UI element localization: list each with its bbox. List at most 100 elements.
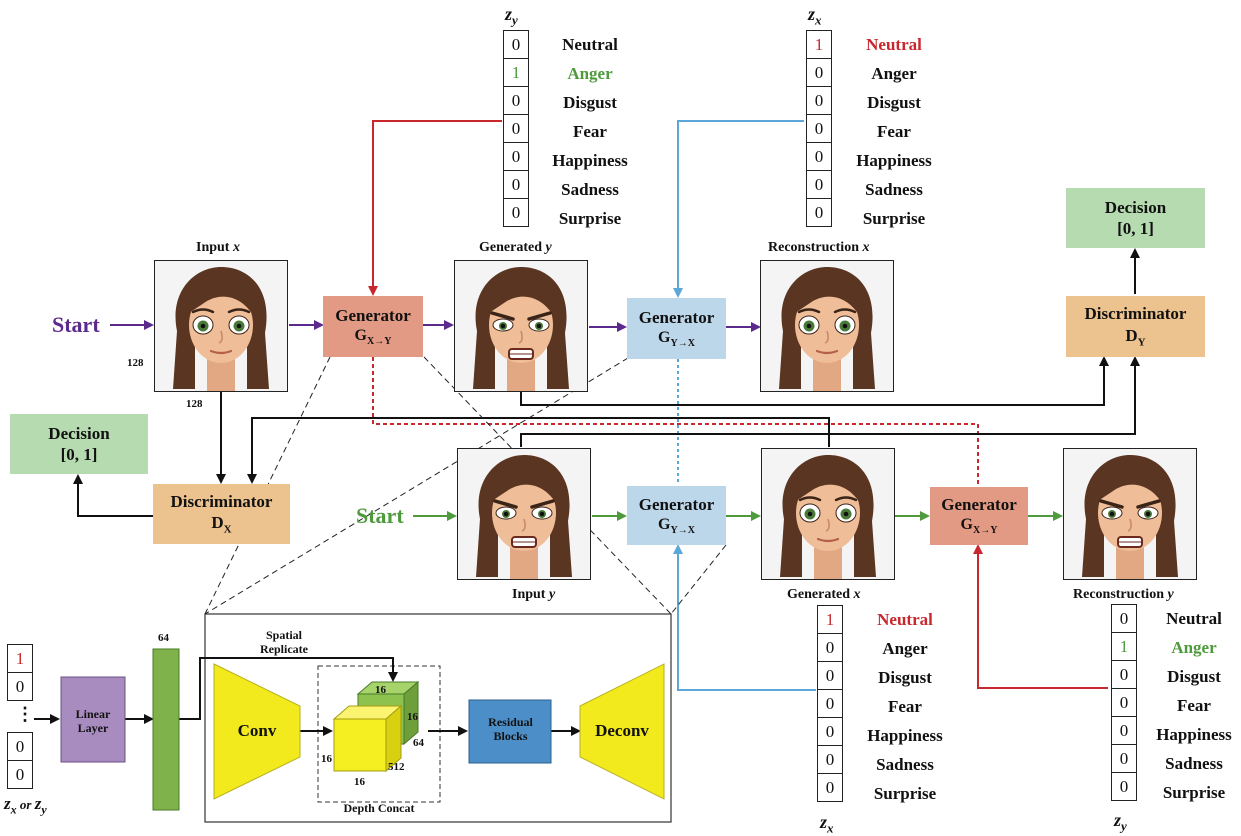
emotion-label: Anger: [871, 64, 917, 83]
onehot-cell: 0: [503, 114, 529, 143]
image-generated-x: [761, 448, 895, 580]
onehot-cell: 0: [503, 86, 529, 115]
onehot-cell: 0: [817, 661, 843, 690]
emotion-label: Disgust: [878, 668, 932, 687]
onehot-cell: 0: [806, 114, 832, 143]
start-label-bottom: Start: [356, 503, 404, 528]
green-cube-depth-dim: 64: [413, 737, 424, 749]
image-generated-y: [454, 260, 588, 392]
discriminator-dy[interactable]: Discriminator DY: [1066, 296, 1205, 357]
generator-y-to-x-top[interactable]: Generator GY→X: [627, 298, 726, 359]
onehot-cell: 0: [7, 760, 33, 789]
discriminator-symbol: DY: [1125, 325, 1146, 348]
onehot-cell: 0: [806, 142, 832, 171]
decision-box-right: Decision [0, 1]: [1066, 188, 1205, 248]
generator-symbol: GY→X: [658, 328, 695, 349]
deconv-trapezoid: [579, 663, 665, 800]
yellow-cube-depth-dim: 512: [388, 761, 405, 773]
feature-dim-label: 64: [158, 632, 169, 644]
decision-title: Decision: [48, 423, 110, 443]
onehot-cell: 0: [1111, 716, 1137, 745]
onehot-cell: 0: [806, 58, 832, 87]
onehot-cell: 0: [7, 732, 33, 761]
face-anger: [455, 261, 587, 391]
generator-symbol: GY→X: [658, 515, 695, 536]
emotion-label: Sadness: [561, 180, 619, 199]
onehot-ellipsis: ⋮: [16, 704, 34, 724]
emotion-label: Surprise: [862, 209, 926, 228]
emotion-label: Surprise: [558, 209, 622, 228]
caption-generated-y: Generated y: [479, 240, 552, 255]
image-input-y: [457, 448, 591, 580]
zx-bottom-label: zx: [820, 812, 834, 836]
caption-input-y: Input y: [512, 587, 556, 602]
caption-reconstruction-x: Reconstruction x: [768, 240, 870, 255]
discriminator-dx[interactable]: Discriminator DX: [153, 484, 290, 544]
emotion-label: Disgust: [563, 93, 617, 112]
emotion-label: Sadness: [876, 755, 934, 774]
onehot-cell: 0: [1111, 772, 1137, 801]
onehot-cell: 0: [817, 773, 843, 802]
generator-x-to-y-bottom[interactable]: Generator GX→Y: [930, 487, 1028, 545]
inset-onehot-top: 1 0: [7, 644, 33, 701]
onehot-cell: 0: [806, 170, 832, 199]
onehot-cell: 0: [817, 633, 843, 662]
onehot-cell: 0: [1111, 660, 1137, 689]
yellow-cube-left-dim: 16: [321, 753, 332, 765]
emotion-label: Fear: [877, 122, 911, 141]
emotion-label: Anger: [1171, 638, 1217, 657]
face-neutral: [155, 261, 287, 391]
generator-symbol: GX→Y: [960, 516, 998, 537]
generator-y-to-x-bottom[interactable]: Generator GY→X: [627, 486, 726, 545]
onehot-cell: 0: [1111, 688, 1137, 717]
emotion-label: Neutral: [877, 610, 933, 629]
onehot-cell: 0: [1111, 744, 1137, 773]
generator-x-to-y-top[interactable]: Generator GX→Y: [323, 296, 423, 357]
onehot-cell: 1: [817, 605, 843, 634]
start-label-top: Start: [52, 312, 100, 337]
deconv-label: Deconv: [595, 721, 649, 740]
spatial-replicate-label: Spatial Replicate: [260, 628, 308, 657]
zx-top-label: zx: [808, 4, 822, 28]
face-anger: [458, 449, 590, 579]
emotion-label: Happiness: [552, 151, 628, 170]
onehot-cell: 0: [806, 198, 832, 227]
emotion-label: Sadness: [1165, 754, 1223, 773]
generator-title: Generator: [941, 495, 1017, 515]
onehot-cell: 0: [817, 717, 843, 746]
residual-blocks-label: Residual Blocks: [488, 715, 533, 744]
discriminator-title: Discriminator: [170, 491, 273, 511]
onehot-cell: 1: [503, 58, 529, 87]
emotion-label: Fear: [573, 122, 607, 141]
dim-height: 128: [186, 398, 203, 410]
discriminator-title: Discriminator: [1084, 304, 1187, 324]
inset-z-caption: zx or zy: [4, 794, 47, 817]
generator-symbol: GX→Y: [354, 326, 392, 347]
emotion-label: Surprise: [873, 784, 937, 803]
emotion-label: Disgust: [1167, 667, 1221, 686]
emotion-label: Disgust: [867, 93, 921, 112]
onehot-cell: 1: [806, 30, 832, 59]
yellow-cube: [332, 704, 403, 773]
yellow-cube-bottom-dim: 16: [354, 776, 365, 788]
dim-width: 128: [127, 357, 144, 369]
face-neutral: [762, 449, 894, 579]
inset-onehot-bottom: 0 0: [7, 732, 33, 789]
emotion-label: Neutral: [866, 35, 922, 54]
caption-generated-x: Generated x: [787, 587, 861, 602]
generator-title: Generator: [335, 305, 411, 325]
image-reconstruction-y: [1063, 448, 1197, 580]
zy-top-label: zy: [505, 4, 518, 28]
image-reconstruction-x: [760, 260, 894, 392]
emotion-label: Fear: [1177, 696, 1211, 715]
emotion-label: Neutral: [562, 35, 618, 54]
emotion-label: Anger: [567, 64, 613, 83]
